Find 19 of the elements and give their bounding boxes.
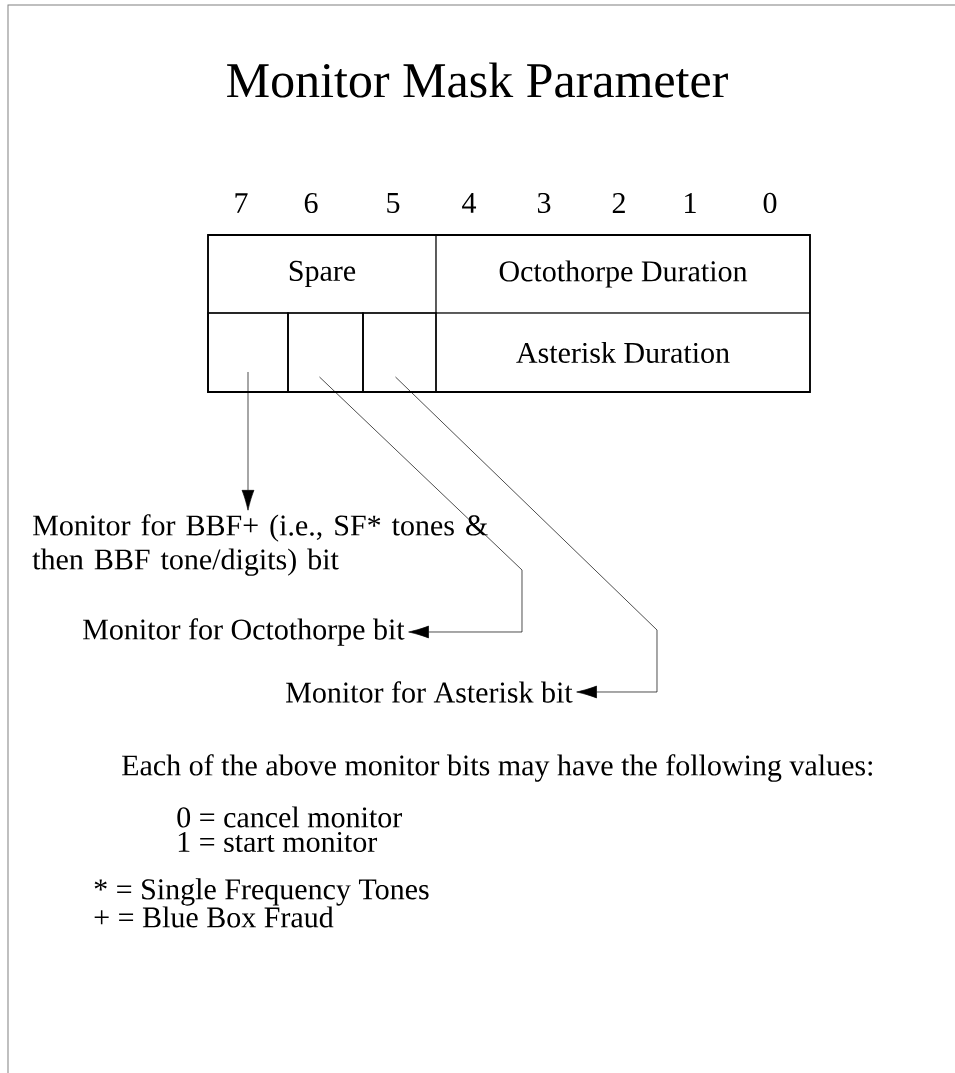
bit-number: 5 (387, 193, 400, 213)
note-text: + = Blue Box Fraud (94, 906, 334, 928)
bit-cell (362, 312, 437, 393)
bit-number: 4 (462, 193, 477, 213)
arrow (241, 371, 255, 511)
table-cell: Octothorpe Duration (435, 234, 811, 314)
table-cell: Asterisk Duration (435, 312, 811, 393)
annotation-text: Monitor for BBF+ (i.e., SF* tones & then BBF tone/digits) bit (32, 514, 488, 576)
arrow (395, 376, 658, 699)
note-text: 0 = cancel monitor (177, 806, 402, 828)
title: Monitor Mask Parameter (227, 62, 728, 98)
annotation-text: Monitor for Octothorpe bit (83, 618, 405, 646)
note-text: 1 = start monitor (178, 831, 377, 853)
arrow (319, 376, 523, 639)
note-text: Each of the above monitor bits may have the following values: (122, 754, 872, 782)
node-label: Spare (289, 260, 356, 288)
annotation-text: Monitor for Asterisk bit (286, 681, 573, 703)
bit-cell (287, 312, 364, 393)
note-text: * = Single Frequency Tones (94, 878, 429, 906)
